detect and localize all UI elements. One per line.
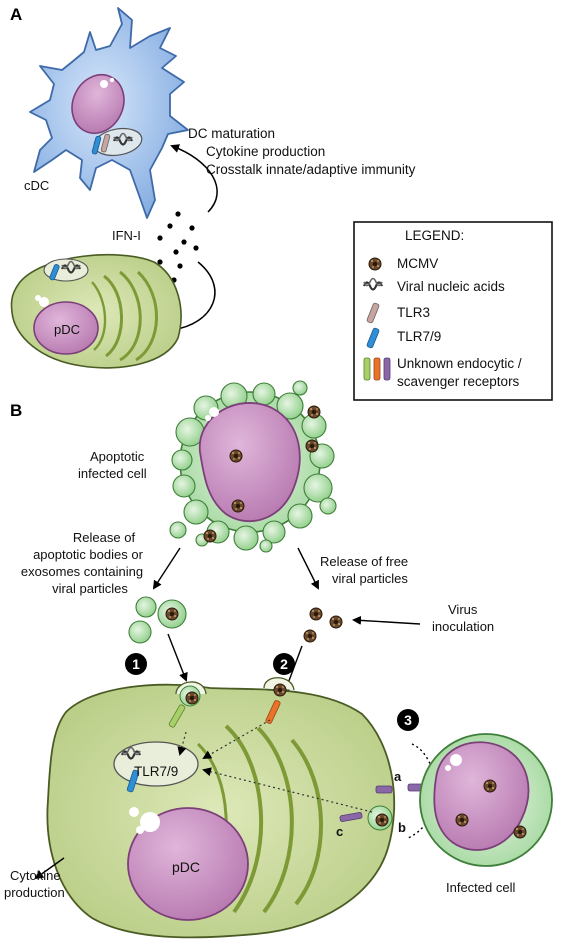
infected-cell-label: Infected cell [446,880,515,895]
effect-cytokine-production: Cytokine production [206,144,325,159]
route-1-number: 1 [132,656,140,672]
scavenger-receptors-icon [363,357,391,381]
dotted-arrow-route-3 [202,767,373,813]
pdc-cell-a [10,254,182,369]
route-3-number: 3 [404,712,412,728]
arrow-inoculation [352,615,421,625]
legend-mcmv: MCMV [397,256,438,271]
arrow-to-free-virus [297,547,319,590]
legend-box: LEGEND: MCMV Viral nucleic acids TLR3 TL… [353,221,553,401]
receptor-a-pdc [375,785,393,794]
infected-cell [419,733,553,867]
legend-title: LEGEND: [405,228,464,243]
contact-b-label: b [398,820,406,835]
cytokine-line1: Cytokine [10,868,61,883]
release-bodies-line3: exosomes containing [21,564,143,579]
route-2-number: 2 [280,656,288,672]
effect-crosstalk: Crosstalk innate/adaptive immunity [206,162,416,177]
release-bodies-line1: Release of [73,530,136,545]
legend-tlr79: TLR7/9 [397,329,441,344]
dotted-arrow-route-1 [177,731,187,756]
pdc-label-b: pDC [172,859,200,875]
arrow-to-pdc [170,261,216,334]
cdc-cell [29,7,189,219]
contact-dotted-arc [407,743,437,839]
arrow-route-1 [167,633,188,682]
cytokine-line2: production [4,885,65,900]
contact-c-label: c [336,824,343,839]
arrow-to-bodies [152,547,181,590]
route-2-badge: 2 [273,653,295,675]
release-free-line1: Release of free [320,554,408,569]
route-3-badge: 3 [397,709,419,731]
legend-viral-nucleic: Viral nucleic acids [397,279,505,294]
cdc-label: cDC [24,178,49,193]
dc-effects-text: DC maturation Cytokine production Crosst… [188,126,416,177]
arrow-to-cdc [170,144,218,213]
legend-receptors-line2: scavenger receptors [397,374,520,389]
legend-tlr3: TLR3 [397,305,430,320]
ifn-label: IFN-I [112,228,141,243]
release-free-text: Release of free viral particles [320,554,408,586]
apoptotic-label-line2: infected cell [78,466,147,481]
virus-inoculation-line2: inoculation [432,619,494,634]
panel-a-label: A [10,5,22,24]
panel-b-label: B [10,401,22,420]
virus-inoculation-text: Virus inoculation [432,602,494,634]
tlr79-icon [366,327,380,349]
mcmv-virion-icon [368,257,382,271]
virus-inoculation-line1: Virus [448,602,478,617]
arrow-cytokine [34,857,65,880]
route-1-badge: 1 [125,653,147,675]
tlr3-icon [366,302,380,324]
pdc-label-a: pDC [54,322,80,337]
free-virions [303,607,343,643]
release-free-line2: viral particles [332,571,408,586]
contact-a-label: a [394,769,402,784]
effect-dc-maturation: DC maturation [188,126,275,141]
pdc-cell-b [46,677,396,939]
release-bodies-text: Release of apoptotic bodies or exosomes … [21,530,144,596]
release-bodies-line2: apoptotic bodies or [33,547,144,562]
tlr79-label-b: TLR7/9 [134,764,178,779]
legend-receptors-line1: Unknown endocytic / [397,356,522,371]
release-bodies-line4: viral particles [52,581,128,596]
apoptotic-bodies [128,596,187,644]
apoptotic-cell [169,380,337,553]
apoptotic-label-line1: Apoptotic [90,449,145,464]
